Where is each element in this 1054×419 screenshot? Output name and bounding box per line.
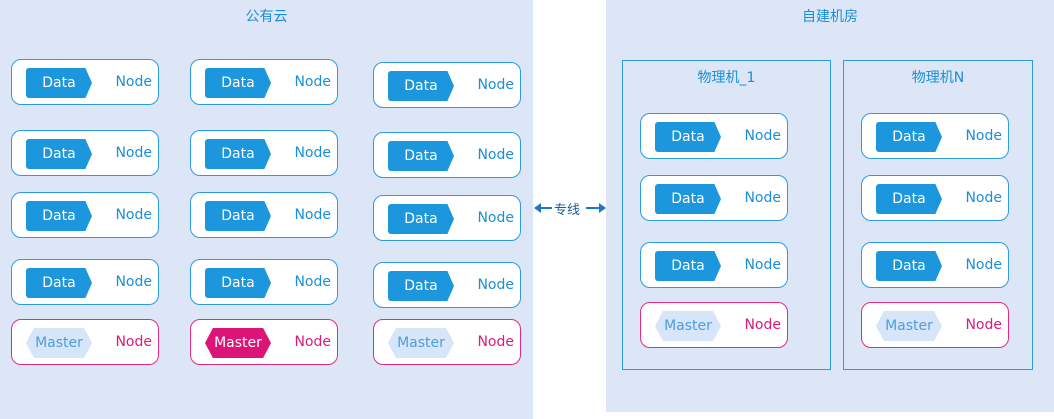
dedicated-line-label: 专线 bbox=[554, 203, 581, 218]
data-badge: Data bbox=[205, 68, 271, 98]
data-node: Data Node bbox=[861, 113, 1009, 159]
data-badge: Data bbox=[205, 201, 271, 231]
node-label: Node bbox=[477, 210, 514, 226]
data-badge: Data bbox=[876, 251, 942, 281]
data-node: Data Node bbox=[190, 130, 338, 176]
public-cloud-title: 公有云 bbox=[245, 9, 288, 25]
data-badge: Data bbox=[876, 122, 942, 152]
data-badge: Data bbox=[205, 268, 271, 298]
node-label: Node bbox=[965, 257, 1002, 273]
data-node: Data Node bbox=[190, 192, 338, 238]
master-badge: Master bbox=[655, 311, 721, 341]
node-label: Node bbox=[744, 257, 781, 273]
master-badge: Master bbox=[388, 328, 454, 358]
node-label: Node bbox=[294, 334, 331, 350]
node-label: Node bbox=[477, 147, 514, 163]
node-label: Node bbox=[744, 128, 781, 144]
data-badge: Data bbox=[388, 141, 454, 171]
data-badge: Data bbox=[655, 184, 721, 214]
data-badge: Data bbox=[388, 271, 454, 301]
data-badge: Data bbox=[26, 68, 92, 98]
master-node: Master Node bbox=[11, 319, 159, 365]
node-label: Node bbox=[115, 74, 152, 90]
node-label: Node bbox=[294, 274, 331, 290]
data-node: Data Node bbox=[861, 242, 1009, 288]
data-badge: Data bbox=[655, 122, 721, 152]
arrow-left-icon bbox=[534, 203, 541, 213]
data-node: Data Node bbox=[11, 59, 159, 105]
physical-machine-n-title: 物理机N bbox=[911, 70, 965, 86]
data-node: Data Node bbox=[190, 59, 338, 105]
node-label: Node bbox=[294, 145, 331, 161]
dedicated-line-link: 专线 bbox=[534, 199, 606, 218]
node-label: Node bbox=[744, 190, 781, 206]
master-badge: Master bbox=[876, 311, 942, 341]
node-label: Node bbox=[115, 274, 152, 290]
master-badge-active: Master bbox=[205, 328, 271, 358]
master-node: Master Node bbox=[373, 319, 521, 365]
node-label: Node bbox=[294, 207, 331, 223]
node-label: Node bbox=[115, 145, 152, 161]
node-label: Node bbox=[477, 334, 514, 350]
master-node: Master Node bbox=[640, 302, 788, 348]
master-node: Master Node bbox=[861, 302, 1009, 348]
link-line-left bbox=[540, 207, 552, 209]
data-node: Data Node bbox=[640, 242, 788, 288]
data-node: Data Node bbox=[373, 62, 521, 108]
data-badge: Data bbox=[655, 251, 721, 281]
data-badge: Data bbox=[26, 201, 92, 231]
data-node: Data Node bbox=[190, 259, 338, 305]
data-badge: Data bbox=[26, 268, 92, 298]
data-badge: Data bbox=[205, 139, 271, 169]
node-label: Node bbox=[744, 317, 781, 333]
node-label: Node bbox=[115, 207, 152, 223]
data-badge: Data bbox=[388, 204, 454, 234]
data-node: Data Node bbox=[640, 175, 788, 221]
link-line-right bbox=[586, 207, 600, 209]
data-badge: Data bbox=[388, 71, 454, 101]
node-label: Node bbox=[294, 74, 331, 90]
data-node: Data Node bbox=[11, 130, 159, 176]
node-label: Node bbox=[965, 128, 1002, 144]
data-node: Data Node bbox=[373, 132, 521, 178]
data-badge: Data bbox=[26, 139, 92, 169]
node-label: Node bbox=[965, 190, 1002, 206]
arrow-right-icon bbox=[599, 203, 606, 213]
node-label: Node bbox=[477, 77, 514, 93]
node-label: Node bbox=[115, 334, 152, 350]
private-dc-title: 自建机房 bbox=[802, 9, 858, 25]
data-node: Data Node bbox=[373, 262, 521, 308]
master-badge: Master bbox=[26, 328, 92, 358]
data-node: Data Node bbox=[11, 192, 159, 238]
data-node: Data Node bbox=[640, 113, 788, 159]
physical-machine-1-title: 物理机_1 bbox=[697, 70, 756, 86]
node-label: Node bbox=[965, 317, 1002, 333]
master-node-active: Master Node bbox=[190, 319, 338, 365]
data-node: Data Node bbox=[11, 259, 159, 305]
data-node: Data Node bbox=[861, 175, 1009, 221]
data-node: Data Node bbox=[373, 195, 521, 241]
data-badge: Data bbox=[876, 184, 942, 214]
node-label: Node bbox=[477, 277, 514, 293]
